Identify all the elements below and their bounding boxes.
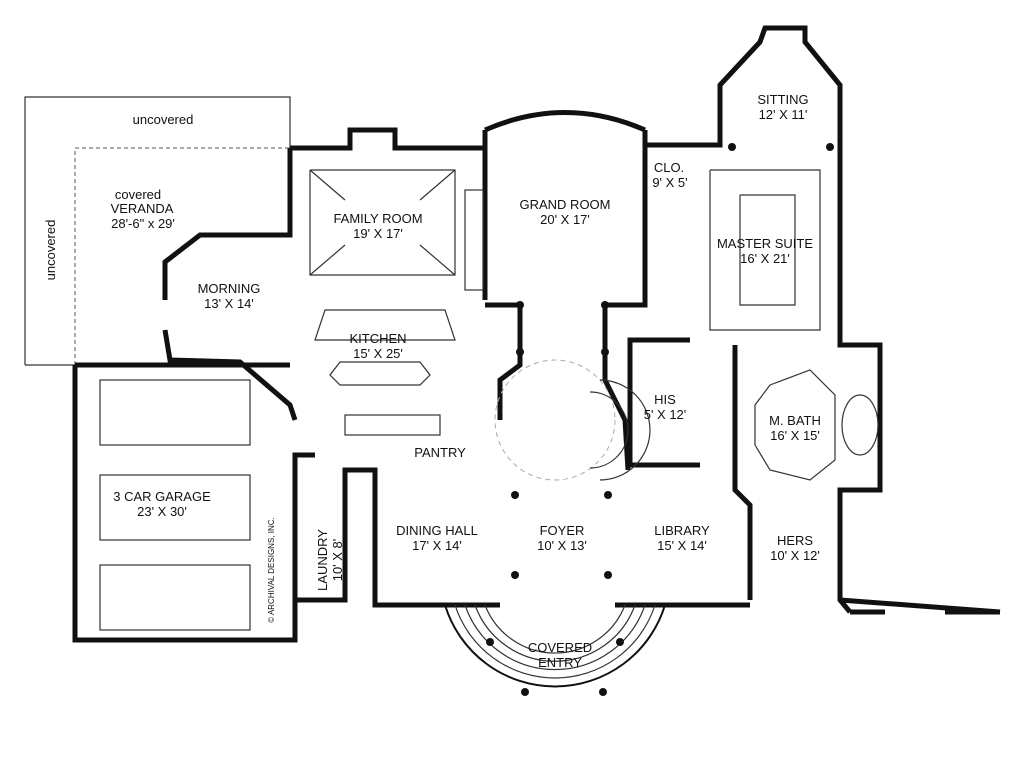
foyer-label: FOYER xyxy=(540,523,585,538)
hers-size: 10' X 12' xyxy=(770,548,820,563)
family-room-size: 19' X 17' xyxy=(353,226,403,241)
laundry-label: LAUNDRY xyxy=(315,529,330,591)
dining-hall-size: 17' X 14' xyxy=(412,538,462,553)
laundry-size: 10' X 8' xyxy=(330,539,345,582)
veranda-size-label: 28'-6" x 29' xyxy=(111,216,175,231)
m-bath-label: M. BATH xyxy=(769,413,821,428)
uncovered-left-label: uncovered xyxy=(43,220,58,281)
grand-room-label: GRAND ROOM xyxy=(520,197,611,212)
m-bath-size: 16' X 15' xyxy=(770,428,820,443)
veranda-name-label: VERANDA xyxy=(111,201,174,216)
exterior-walls xyxy=(72,25,1001,643)
master-suite-size: 16' X 21' xyxy=(740,251,790,266)
veranda-outline xyxy=(24,96,291,366)
sitting-label: SITTING xyxy=(757,92,808,107)
covered-entry-label: COVERED xyxy=(528,640,592,655)
hers-label: HERS xyxy=(777,533,813,548)
dining-hall-label: DINING HALL xyxy=(396,523,478,538)
covered-entry-steps xyxy=(444,604,666,688)
library-label: LIBRARY xyxy=(654,523,710,538)
veranda-covered-label: covered xyxy=(115,187,161,202)
garage-size: 23' X 30' xyxy=(137,504,187,519)
library-size: 15' X 14' xyxy=(657,538,707,553)
closet-label: CLO. xyxy=(654,160,684,175)
garage-label: 3 CAR GARAGE xyxy=(113,489,211,504)
master-suite-label: MASTER SUITE xyxy=(717,236,813,251)
family-room-label: FAMILY ROOM xyxy=(333,211,422,226)
his-size: 5' X 12' xyxy=(644,407,687,422)
foyer-size: 10' X 13' xyxy=(537,538,587,553)
his-label: HIS xyxy=(654,392,676,407)
closet-size: 9' X 5' xyxy=(652,175,687,190)
pantry-label: PANTRY xyxy=(414,445,466,460)
interior-detail xyxy=(99,169,879,631)
kitchen-label: KITCHEN xyxy=(349,331,406,346)
kitchen-size: 15' X 25' xyxy=(353,346,403,361)
copyright-text: © ARCHIVAL DESIGNS, INC. xyxy=(267,517,276,622)
uncovered-top-label: uncovered xyxy=(133,112,194,127)
columns xyxy=(486,143,834,696)
sitting-size: 12' X 11' xyxy=(759,107,808,122)
grand-room-size: 20' X 17' xyxy=(540,212,590,227)
morning-size: 13' X 14' xyxy=(204,296,254,311)
morning-label: MORNING xyxy=(198,281,261,296)
covered-entry-label-2: ENTRY xyxy=(538,655,582,670)
